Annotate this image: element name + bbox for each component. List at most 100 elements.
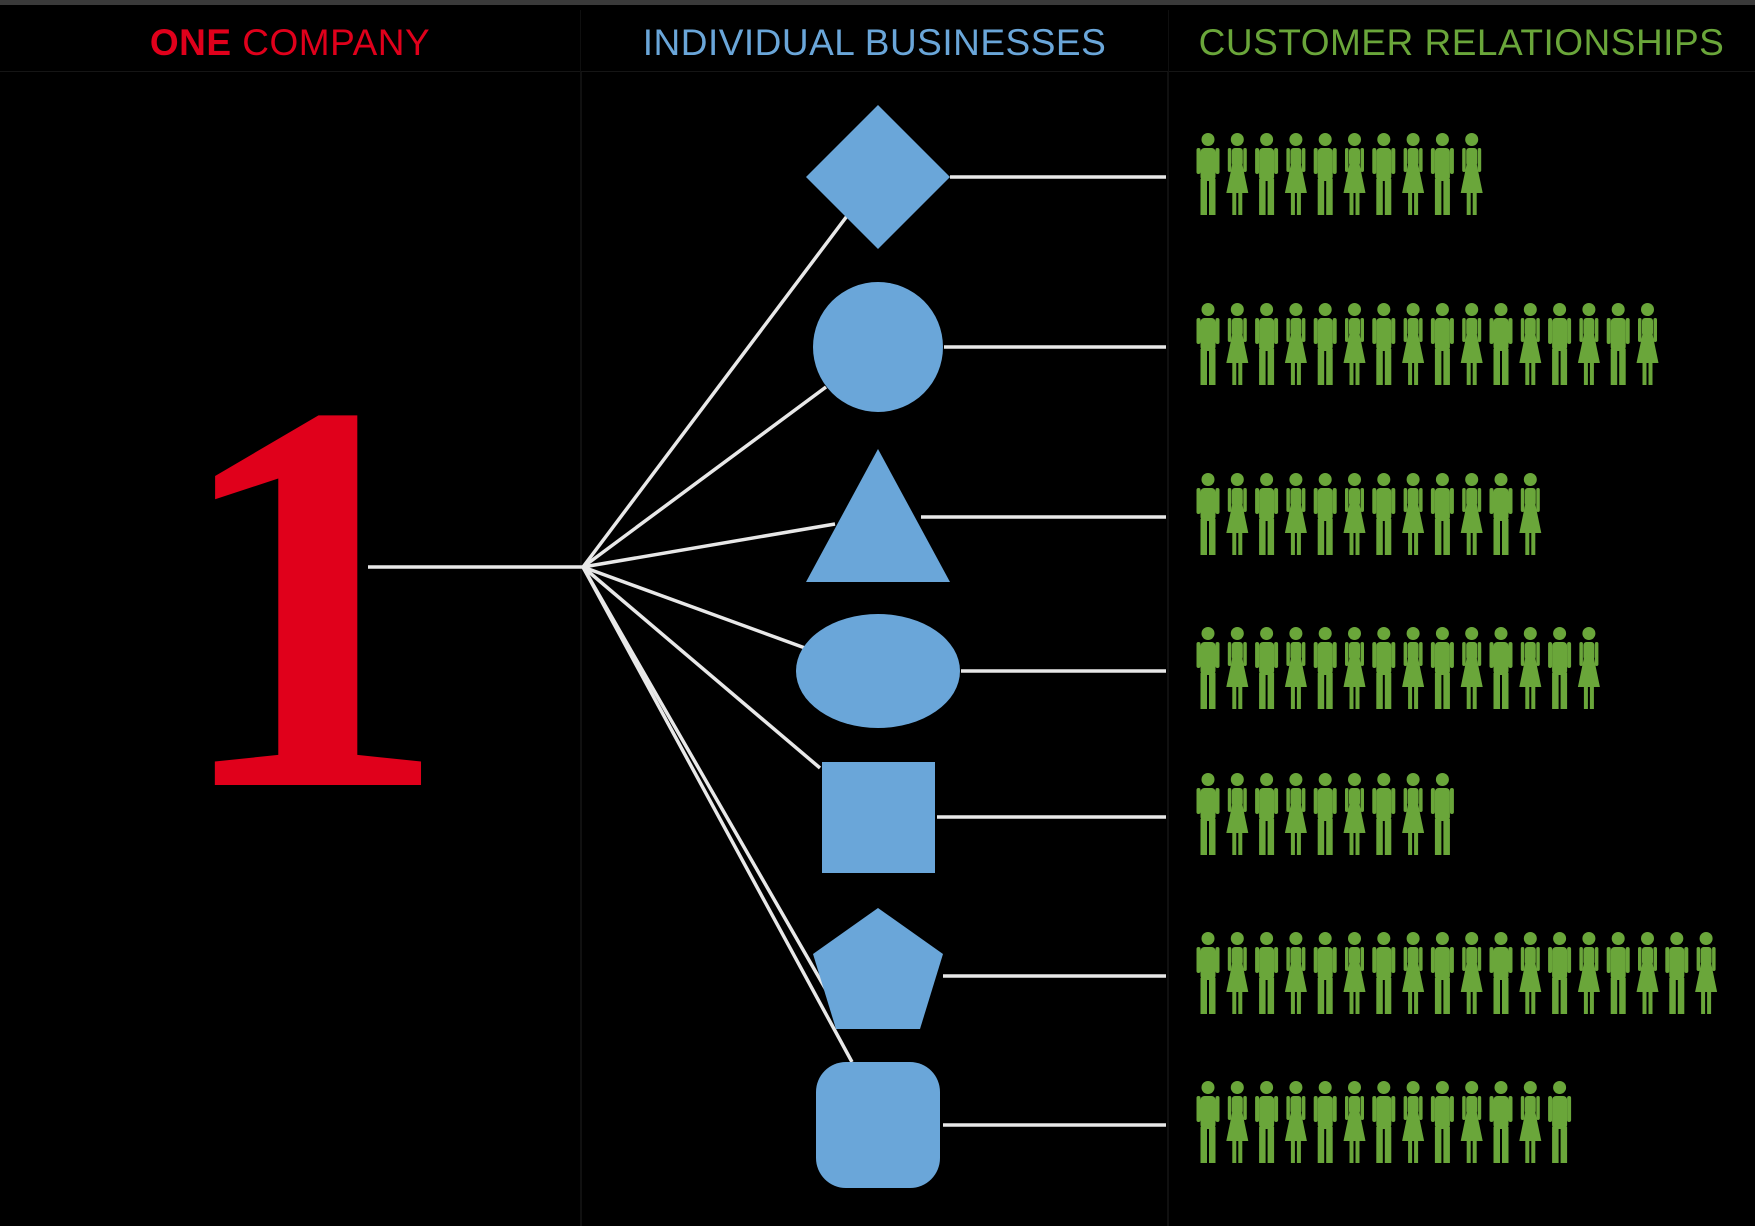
person-torso (1466, 947, 1478, 965)
customer-person-icon (1372, 627, 1396, 709)
person-arm (1215, 947, 1220, 973)
person-arm (1403, 148, 1408, 172)
person-leg (1259, 978, 1266, 1014)
triangle-shape (806, 449, 950, 582)
person-torso (1700, 947, 1712, 965)
person-skirt (1636, 334, 1659, 363)
person-leg (1669, 978, 1676, 1014)
rounded-square-shape (816, 1062, 940, 1188)
person-arm (1712, 947, 1716, 971)
person-leg (1434, 978, 1442, 1014)
person-arm (1215, 1096, 1220, 1122)
customer-person-icon (1343, 627, 1366, 709)
person-torso (1349, 642, 1360, 660)
person-torso (1290, 642, 1302, 660)
person-torso (1524, 947, 1536, 965)
person-arm (1332, 642, 1337, 668)
person-arm (1345, 318, 1349, 342)
person-skirt (1460, 963, 1483, 992)
person-torso (1434, 1096, 1450, 1129)
person-arm (1520, 1096, 1525, 1120)
person-skirt (1343, 334, 1366, 363)
person-arm (1391, 318, 1396, 344)
company-number: 1 (170, 287, 450, 907)
person-head (1348, 473, 1361, 486)
branch-line-diamond (581, 214, 849, 569)
person-skirt (1343, 504, 1366, 533)
person-leg (1552, 673, 1559, 709)
person-leg (1317, 349, 1325, 385)
customer-person-icon (1548, 303, 1572, 385)
person-skirt (1226, 504, 1249, 533)
person-leg (1502, 519, 1509, 555)
person-leg (1296, 1140, 1301, 1163)
person-arm (1215, 488, 1220, 514)
person-leg (1290, 1140, 1295, 1163)
person-arm (1625, 318, 1630, 344)
person-skirt (1460, 658, 1483, 687)
customer-person-icon (1255, 133, 1279, 215)
person-torso (1434, 148, 1450, 181)
customer-person-icon (1577, 627, 1600, 709)
person-arm (1196, 788, 1201, 814)
person-torso (1407, 947, 1419, 965)
person-head (1553, 932, 1567, 945)
person-leg (1493, 519, 1500, 555)
person-leg (1355, 991, 1360, 1014)
person-torso (1290, 148, 1302, 166)
customer-person-icon (1255, 773, 1279, 855)
person-arm (1567, 947, 1572, 973)
customer-person-icon (1460, 627, 1483, 709)
person-skirt (1226, 804, 1249, 833)
person-skirt (1284, 963, 1307, 992)
person-leg (1200, 1127, 1207, 1163)
person-torso (1317, 318, 1333, 351)
person-head (1435, 627, 1449, 640)
person-leg (1648, 362, 1653, 385)
person-leg (1493, 1127, 1500, 1163)
person-arm (1196, 1096, 1201, 1122)
customer-person-icon (1255, 627, 1279, 709)
person-head (1523, 303, 1537, 316)
person-head (1260, 473, 1274, 486)
person-arm (1520, 947, 1525, 971)
person-leg (1414, 991, 1419, 1014)
person-arm (1301, 947, 1306, 971)
person-arm (1301, 1096, 1306, 1120)
person-arm (1449, 642, 1454, 668)
person-leg (1493, 349, 1500, 385)
person-head (1641, 303, 1654, 316)
person-arm (1243, 947, 1247, 971)
person-leg (1296, 362, 1301, 385)
customer-person-icon (1226, 932, 1249, 1014)
person-arm (1301, 642, 1306, 666)
person-torso (1376, 318, 1392, 351)
customer-person-icon (1606, 303, 1630, 385)
person-torso (1493, 947, 1509, 980)
person-leg (1200, 819, 1207, 855)
person-leg (1414, 362, 1419, 385)
person-arm (1462, 947, 1466, 971)
person-torso (1200, 1096, 1216, 1129)
person-leg (1326, 1127, 1333, 1163)
customer-person-icon (1402, 1081, 1425, 1163)
ellipse-shape (796, 614, 960, 728)
person-skirt (1284, 504, 1307, 533)
person-leg (1552, 349, 1559, 385)
person-arm (1332, 947, 1337, 973)
customer-person-icon (1226, 303, 1249, 385)
customer-person-icon (1519, 627, 1542, 709)
person-torso (1290, 947, 1302, 965)
person-leg (1525, 1140, 1530, 1163)
person-arm (1508, 1096, 1513, 1122)
person-leg (1267, 819, 1275, 855)
person-leg (1267, 978, 1275, 1014)
customer-person-icon (1255, 473, 1279, 555)
person-torso (1583, 642, 1595, 660)
person-head (1377, 473, 1391, 486)
person-arm (1227, 642, 1232, 666)
customer-person-icon (1489, 1081, 1513, 1163)
person-arm (1227, 488, 1232, 512)
person-arm (1372, 1096, 1377, 1122)
person-leg (1376, 349, 1383, 385)
